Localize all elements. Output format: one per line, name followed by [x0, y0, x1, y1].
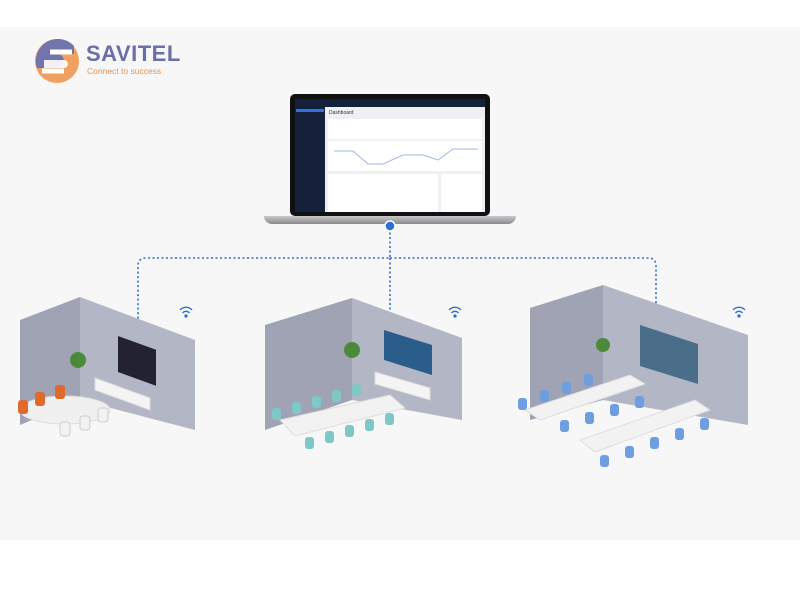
room-small [18, 297, 195, 437]
room-medium [265, 298, 462, 449]
display-screen [118, 335, 156, 386]
savitel-logo: SAVITEL Connect to success [34, 38, 180, 84]
app-topbar [295, 99, 485, 107]
display-screen [384, 330, 432, 375]
room-large [518, 285, 748, 467]
logo-name: SAVITEL [86, 41, 181, 66]
wifi-icon [179, 306, 746, 318]
app-sidebar [295, 107, 325, 212]
device-management-card [328, 119, 482, 139]
page-title: Dashboard [329, 110, 354, 116]
laptop: Dashboard [264, 90, 516, 230]
logo-tagline: Connect to success [87, 66, 162, 76]
laptop-screen: Dashboard [290, 94, 490, 216]
status-card [441, 174, 482, 212]
hub-node-icon [384, 220, 396, 232]
offline-devices-card [328, 174, 438, 212]
online-chart-card [328, 141, 482, 171]
display-screen [640, 325, 698, 384]
dashboard-display: Dashboard [295, 99, 485, 212]
logo-s-mark-icon [35, 38, 79, 83]
laptop-base [264, 216, 516, 224]
